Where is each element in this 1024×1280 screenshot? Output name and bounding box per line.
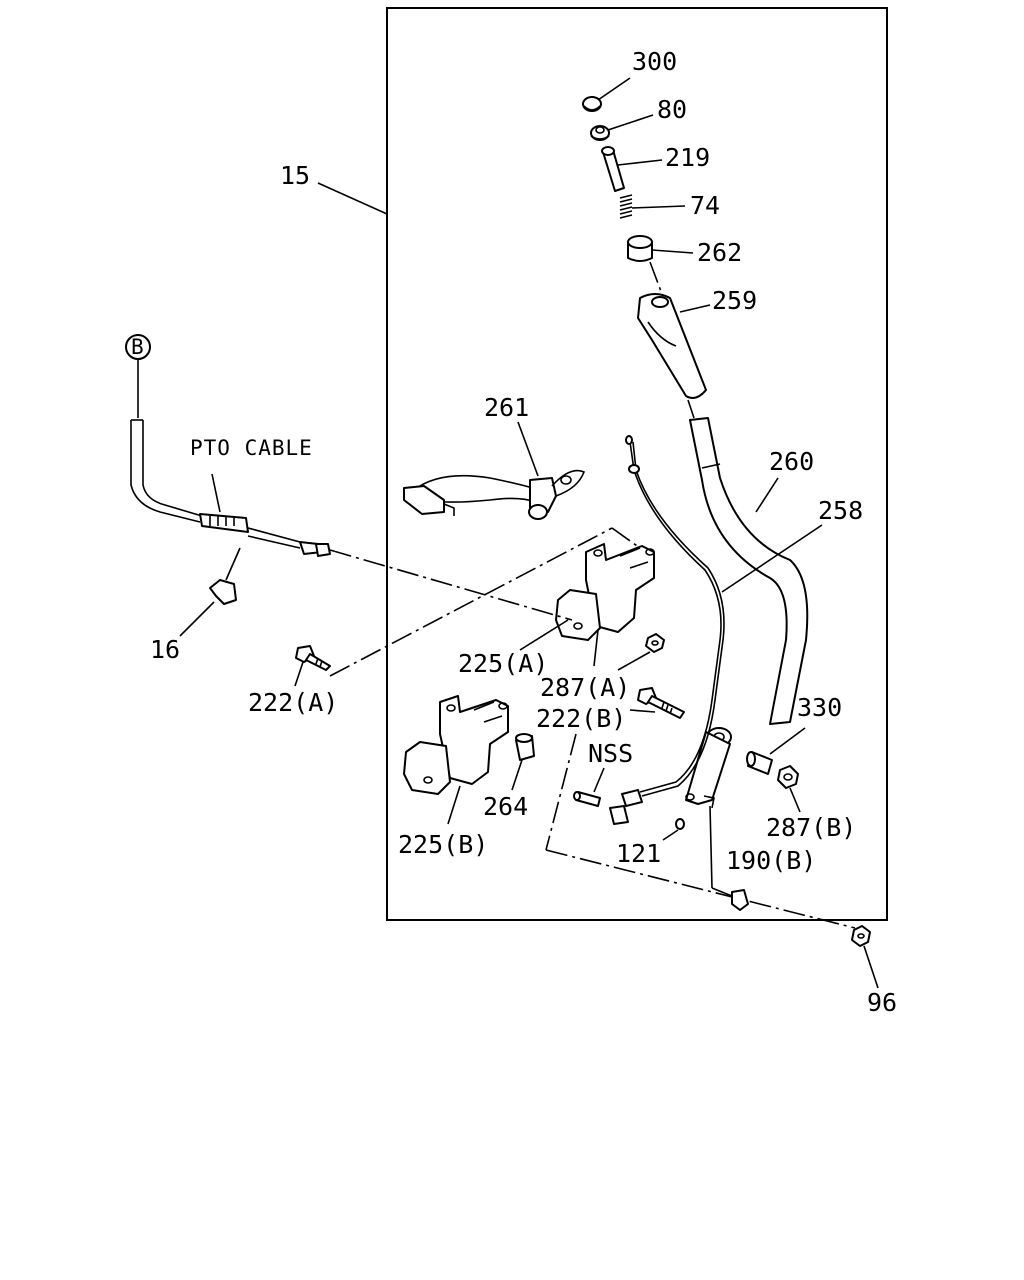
- assembly-frame: [386, 7, 888, 921]
- label-222a: 222(A): [248, 688, 338, 717]
- axis-bottom: [545, 849, 856, 929]
- nut-287a[interactable]: [645, 633, 665, 653]
- lever-260[interactable]: [685, 417, 809, 809]
- cable-258[interactable]: [609, 435, 725, 825]
- leader-259: [679, 304, 711, 313]
- cap-300[interactable]: [582, 96, 602, 112]
- label-259: 259: [712, 286, 757, 315]
- axis-pto: [329, 549, 573, 621]
- leader-190b: [709, 805, 713, 889]
- leader-nss: [593, 767, 605, 793]
- label-pto-cable: PTO CABLE: [190, 436, 313, 460]
- label-190b: 190(B): [726, 846, 816, 875]
- leader-16: [179, 601, 215, 637]
- label-16: 16: [150, 635, 180, 664]
- bracket-225a[interactable]: [555, 543, 655, 641]
- axis-222a: [329, 527, 613, 677]
- leader-15: [317, 182, 388, 215]
- leader-190b-h: [711, 887, 733, 897]
- leader-330: [769, 727, 806, 755]
- pin-219[interactable]: [601, 146, 625, 192]
- leader-121: [662, 829, 679, 841]
- label-261: 261: [484, 393, 529, 422]
- bolt-222a[interactable]: [295, 645, 331, 671]
- clip-16[interactable]: [209, 579, 237, 605]
- leader-300: [597, 77, 631, 101]
- axis-lever: [687, 399, 695, 419]
- label-264: 264: [483, 792, 528, 821]
- axis-bracket: [611, 527, 641, 549]
- axis-knob: [649, 261, 663, 295]
- leader-258: [721, 524, 823, 593]
- pto-cable[interactable]: [125, 334, 331, 557]
- leader-264: [511, 759, 523, 791]
- leader-219: [617, 159, 663, 166]
- label-74: 74: [690, 191, 720, 220]
- label-330: 330: [797, 693, 842, 722]
- leader-16-clip: [225, 547, 241, 581]
- nut-287b[interactable]: [777, 765, 799, 789]
- axis-222b: [545, 733, 577, 851]
- bolt-222b[interactable]: [637, 687, 685, 719]
- label-80: 80: [657, 95, 687, 124]
- bolt-190b[interactable]: [731, 889, 749, 911]
- leader-287a-bracket: [593, 629, 599, 667]
- label-225a: 225(A): [458, 649, 548, 678]
- nut-80[interactable]: [590, 125, 610, 141]
- label-258: 258: [818, 496, 863, 525]
- switch-261[interactable]: [403, 469, 586, 520]
- leader-225b: [447, 785, 461, 825]
- label-15: 15: [280, 161, 310, 190]
- label-260: 260: [769, 447, 814, 476]
- spring-74[interactable]: [619, 194, 633, 219]
- knob-259[interactable]: [637, 293, 707, 399]
- bracket-225b[interactable]: [403, 695, 509, 795]
- label-96: 96: [867, 988, 897, 1017]
- leader-261: [517, 421, 539, 477]
- bushing-262[interactable]: [627, 235, 653, 262]
- leader-262: [651, 249, 694, 254]
- label-225b: 225(B): [398, 830, 488, 859]
- leader-74: [631, 205, 686, 209]
- label-287b: 287(B): [766, 813, 856, 842]
- label-262: 262: [697, 238, 742, 267]
- label-287a: 287(A): [540, 673, 630, 702]
- nut-96[interactable]: [851, 925, 871, 947]
- pin-nss[interactable]: [573, 791, 601, 807]
- leader-80: [607, 114, 654, 131]
- label-300: 300: [632, 47, 677, 76]
- pin-121[interactable]: [675, 818, 685, 830]
- leader-222b: [629, 709, 656, 713]
- leader-222a: [294, 661, 304, 687]
- label-219: 219: [665, 143, 710, 172]
- leader-96: [863, 945, 879, 989]
- label-circle-b: B: [131, 335, 145, 359]
- label-222b: 222(B): [536, 704, 626, 733]
- collar-264[interactable]: [515, 733, 535, 761]
- leader-287b: [789, 787, 801, 813]
- label-nss: NSS: [588, 739, 633, 768]
- label-121: 121: [616, 839, 661, 868]
- leader-260: [755, 477, 779, 513]
- leader-pto: [211, 473, 221, 513]
- leader-287a: [617, 651, 651, 671]
- leader-225a: [519, 619, 569, 651]
- collar-330[interactable]: [746, 751, 773, 775]
